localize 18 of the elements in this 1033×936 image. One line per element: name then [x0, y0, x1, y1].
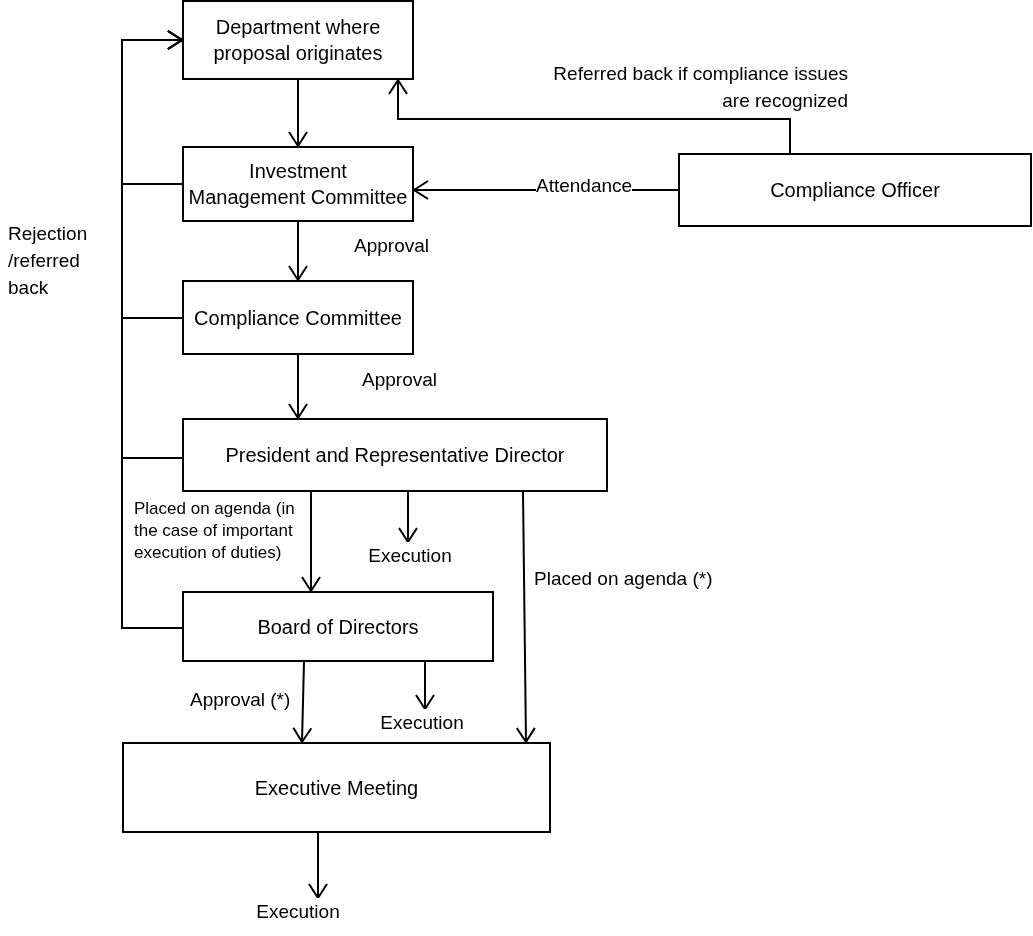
process-box: Board of Directors: [182, 591, 494, 662]
arrow: [288, 354, 308, 419]
process-box: Investment Management Committee: [182, 146, 414, 222]
arrow: [292, 661, 313, 743]
process-box: Department where proposal originates: [182, 0, 414, 80]
arrow: [308, 832, 328, 899]
arrow: [288, 221, 308, 281]
arrow: [288, 79, 308, 147]
arrow: [398, 491, 418, 543]
process-box: President and Representative Director: [182, 418, 608, 492]
process-box: Compliance Committee: [182, 280, 414, 355]
arrow: [415, 661, 435, 710]
process-box: Executive Meeting: [122, 742, 551, 833]
arrow: [121, 30, 183, 629]
process-box: Compliance Officer: [678, 153, 1032, 227]
arrow: [388, 79, 791, 154]
arrow: [301, 491, 321, 592]
arrow: [515, 491, 536, 743]
